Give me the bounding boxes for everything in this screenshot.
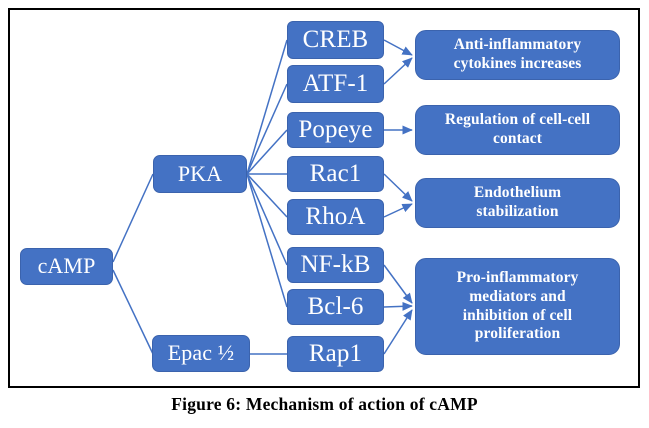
edge-rac1-endothelium — [383, 173, 413, 202]
outcome-line: stabilization — [476, 203, 559, 220]
node-pka-label: PKA — [177, 160, 223, 186]
node-rac1-label: Rac1 — [309, 160, 362, 188]
edge-pka-nfkb — [246, 173, 288, 266]
outcome-line: contact — [493, 130, 542, 147]
edge-rap1-proinflammatory — [383, 309, 413, 355]
edge-pka-popeye — [246, 129, 288, 175]
node-rac1[interactable]: Rac1 — [287, 156, 384, 192]
edge-pka-bcl6 — [246, 173, 288, 308]
outcome-line: cytokines increases — [453, 55, 582, 72]
node-camp-label: cAMP — [37, 253, 96, 279]
diagram-canvas: cAMP PKA Epac ½ CREB ATF-1 Popeye Rac1 R… — [20, 21, 620, 372]
figure-caption: Figure 6: Mechanism of action of cAMP — [171, 394, 478, 414]
node-bcl6[interactable]: Bcl-6 — [287, 289, 384, 325]
edge-nfkb-proinflammatory — [383, 264, 413, 304]
edge-pka-rhoa — [246, 173, 288, 218]
edge-camp-epac — [112, 269, 154, 355]
node-regulation-cell-cell-contact[interactable]: Regulation of cell-cell contact — [415, 105, 620, 155]
edge-creb-antiinflammatory — [383, 39, 413, 56]
node-epac-label: Epac ½ — [167, 340, 235, 366]
node-atf1[interactable]: ATF-1 — [287, 65, 384, 103]
outcome-line: proliferation — [474, 325, 561, 343]
node-creb-label: CREB — [302, 26, 369, 54]
node-camp[interactable]: cAMP — [20, 248, 113, 285]
node-nfkb[interactable]: NF-kB — [287, 247, 384, 283]
outcome-line: Endothelium — [473, 184, 562, 202]
edge-atf1-antiinflammatory — [383, 57, 413, 85]
outcome-line: mediators and — [469, 287, 566, 305]
node-atf1-label: ATF-1 — [302, 70, 369, 98]
node-anti-inflammatory-cytokines-label: Anti-inflammatory cytokines increases — [454, 36, 582, 74]
node-pro-inflammatory-mediators-label: Pro-inflammatory mediators and inhibitio… — [457, 269, 579, 345]
outcome-line: Anti-inflammatory — [453, 36, 582, 54]
node-endothelium-stabilization-label: Endothelium stabilization — [474, 184, 561, 222]
node-epac[interactable]: Epac ½ — [152, 335, 250, 372]
edge-pka-creb — [246, 39, 288, 175]
node-popeye[interactable]: Popeye — [287, 112, 384, 148]
node-endothelium-stabilization[interactable]: Endothelium stabilization — [415, 178, 620, 228]
node-pro-inflammatory-mediators[interactable]: Pro-inflammatory mediators and inhibitio… — [415, 258, 620, 355]
node-rhoa[interactable]: RhoA — [287, 199, 384, 235]
node-rap1-label: Rap1 — [308, 340, 363, 368]
outcome-line: inhibition of cell — [462, 306, 573, 324]
node-anti-inflammatory-cytokines[interactable]: Anti-inflammatory cytokines increases — [415, 30, 620, 80]
node-nfkb-label: NF-kB — [300, 251, 371, 279]
node-rhoa-label: RhoA — [305, 203, 366, 231]
edge-camp-pka — [112, 173, 154, 263]
node-popeye-label: Popeye — [298, 116, 373, 144]
outcome-line: Regulation of cell-cell — [444, 111, 591, 129]
node-bcl6-label: Bcl-6 — [307, 293, 364, 321]
edge-rhoa-endothelium — [383, 203, 413, 218]
edge-pka-atf1 — [246, 83, 288, 175]
node-regulation-cell-cell-contact-label: Regulation of cell-cell contact — [445, 111, 590, 149]
node-rap1[interactable]: Rap1 — [287, 336, 384, 372]
node-creb[interactable]: CREB — [287, 21, 384, 59]
outcome-line: Pro-inflammatory — [456, 268, 579, 286]
edge-bcl6-proinflammatory — [383, 301, 413, 311]
node-pka[interactable]: PKA — [153, 155, 247, 193]
